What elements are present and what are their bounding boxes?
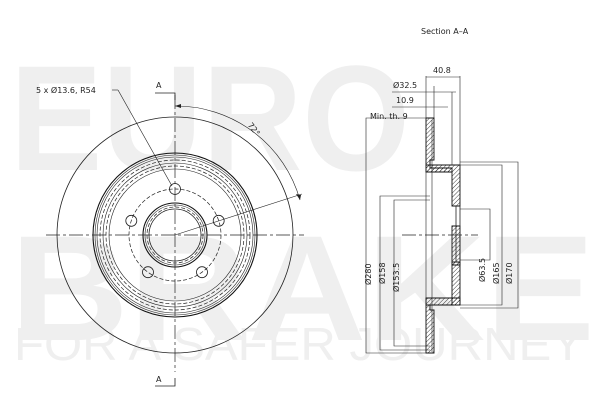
front-view: A A 5 x Ø13.6, R54 72°	[36, 81, 304, 387]
bolt-callout-leader	[117, 89, 173, 187]
section-marker-bottom	[155, 378, 176, 387]
angle-dimension-arc	[174, 105, 301, 201]
dim-165: Ø165	[491, 262, 501, 284]
dim-hat-depth: Ø32.5	[393, 80, 417, 90]
section-marker-top	[155, 92, 176, 100]
dim-center-bore: Ø63.5	[477, 258, 487, 282]
dim-153-5: Ø153.5	[391, 263, 401, 292]
bolt-hole-icon	[196, 266, 208, 279]
watermark: EURO BRAKE FOR A SAFER JOURNEY	[10, 34, 595, 372]
watermark-brake: BRAKE	[10, 204, 595, 372]
bolt-hole-icon	[212, 214, 225, 227]
bolt-hole-icon	[125, 214, 138, 227]
dim-min-thickness: Min. th. 9	[370, 112, 408, 121]
dim-disc-thickness: 10.9	[396, 96, 414, 105]
section-view: Section A–A 40.8 Ø32.5	[363, 27, 519, 354]
dim-158: Ø158	[377, 262, 387, 284]
section-marker-top-label: A	[156, 81, 162, 90]
dim-overall-height: 40.8	[433, 66, 451, 75]
section-marker-bottom-label: A	[156, 375, 162, 384]
dim-170: Ø170	[504, 262, 514, 284]
watermark-tagline: FOR A SAFER JOURNEY	[14, 318, 584, 370]
bolt-hole-icon	[142, 266, 154, 279]
section-title: Section A–A	[421, 27, 469, 36]
bolt-callout: 5 x Ø13.6, R54	[36, 85, 96, 95]
dim-outer-diameter: Ø280	[363, 263, 373, 285]
bolt-holes	[125, 183, 225, 279]
watermark-euro: EURO	[10, 34, 410, 202]
